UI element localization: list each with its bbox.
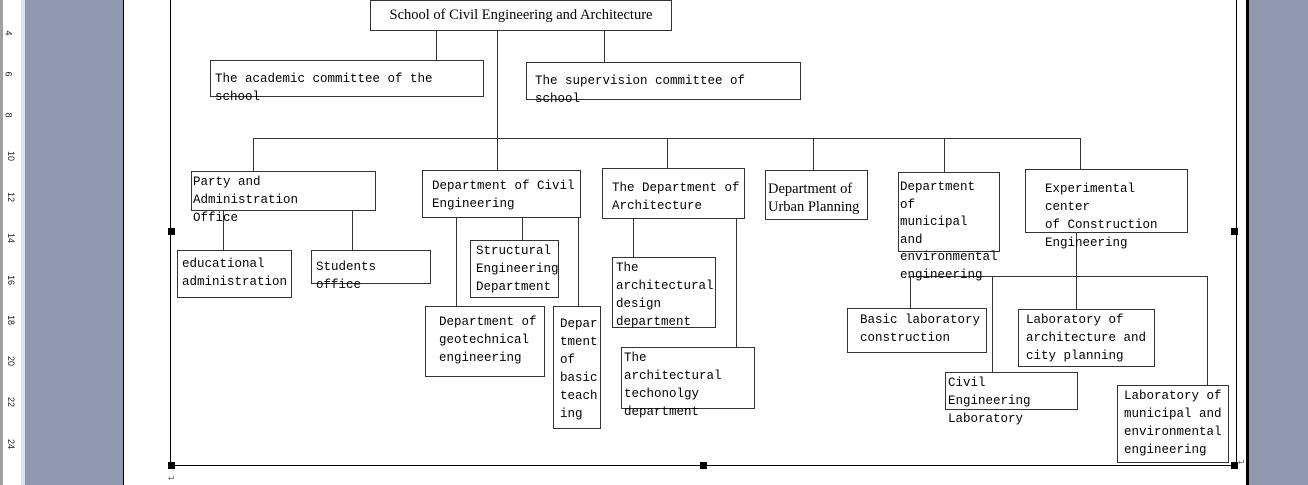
node-urban-planning[interactable]: Department of Urban Planning	[765, 170, 868, 220]
node-geotechnical-engineering[interactable]: Department of geotechnical engineering	[425, 306, 545, 377]
resize-handle[interactable]	[700, 462, 707, 469]
ruler-mark: 14	[6, 232, 17, 244]
node-civil-engineering[interactable]: Department of Civil Engineering	[422, 170, 581, 218]
node-party-office[interactable]: Party and Administration Office	[191, 171, 376, 225]
node-educational-administration[interactable]: educational administration	[177, 250, 292, 298]
node-students-office[interactable]: Students office	[311, 250, 431, 292]
node-municipal-engineering[interactable]: Department of municipal and environmenta…	[898, 172, 1000, 282]
ruler-mark: 16	[6, 274, 17, 286]
node-basic-teaching[interactable]: Depar tment of basic teach ing	[553, 306, 601, 429]
node-architectural-technology[interactable]: The architectural techonolgy department	[621, 347, 755, 419]
node-academic-committee[interactable]: The academic committee of the school	[210, 60, 484, 104]
node-school[interactable]: School of Civil Engineering and Architec…	[370, 0, 672, 31]
ruler-mark: 12	[6, 191, 17, 203]
paragraph-mark-icon: ↵	[168, 473, 175, 484]
node-architectural-design[interactable]: The architectural design department	[612, 257, 716, 329]
node-architecture-laboratory[interactable]: Laboratory of architecture and city plan…	[1018, 309, 1155, 367]
resize-handle[interactable]	[1231, 462, 1238, 469]
ruler-mark: 4	[3, 30, 14, 36]
ruler-mark: 8	[3, 112, 14, 118]
ruler-mark: 22	[6, 396, 17, 408]
ruler-mark: 6	[3, 71, 14, 77]
resize-handle[interactable]	[168, 462, 175, 469]
vertical-ruler[interactable]: 4 6 8 10 12 14 16 18 20 22 24	[0, 0, 25, 485]
ruler-mark: 10	[6, 150, 17, 162]
ruler-mark: 24	[6, 438, 17, 450]
node-basic-laboratory[interactable]: Basic laboratory construction	[847, 308, 987, 353]
resize-handle[interactable]	[1231, 228, 1238, 235]
node-supervision-committee[interactable]: The supervision committee of school	[526, 62, 801, 106]
paragraph-mark-icon: ↵	[1238, 457, 1245, 468]
node-experimental-center[interactable]: Experimental center of Construction Engi…	[1025, 169, 1188, 250]
ruler-mark: 20	[6, 355, 17, 367]
node-architecture[interactable]: The Department of Architecture	[602, 168, 745, 219]
node-civil-laboratory[interactable]: Civil Engineering Laboratory	[945, 372, 1078, 426]
node-municipal-laboratory[interactable]: Laboratory of municipal and environmenta…	[1117, 385, 1229, 463]
resize-handle[interactable]	[168, 228, 175, 235]
ruler-mark: 18	[6, 314, 17, 326]
node-structural-engineering[interactable]: Structural Engineering Department	[470, 240, 559, 298]
